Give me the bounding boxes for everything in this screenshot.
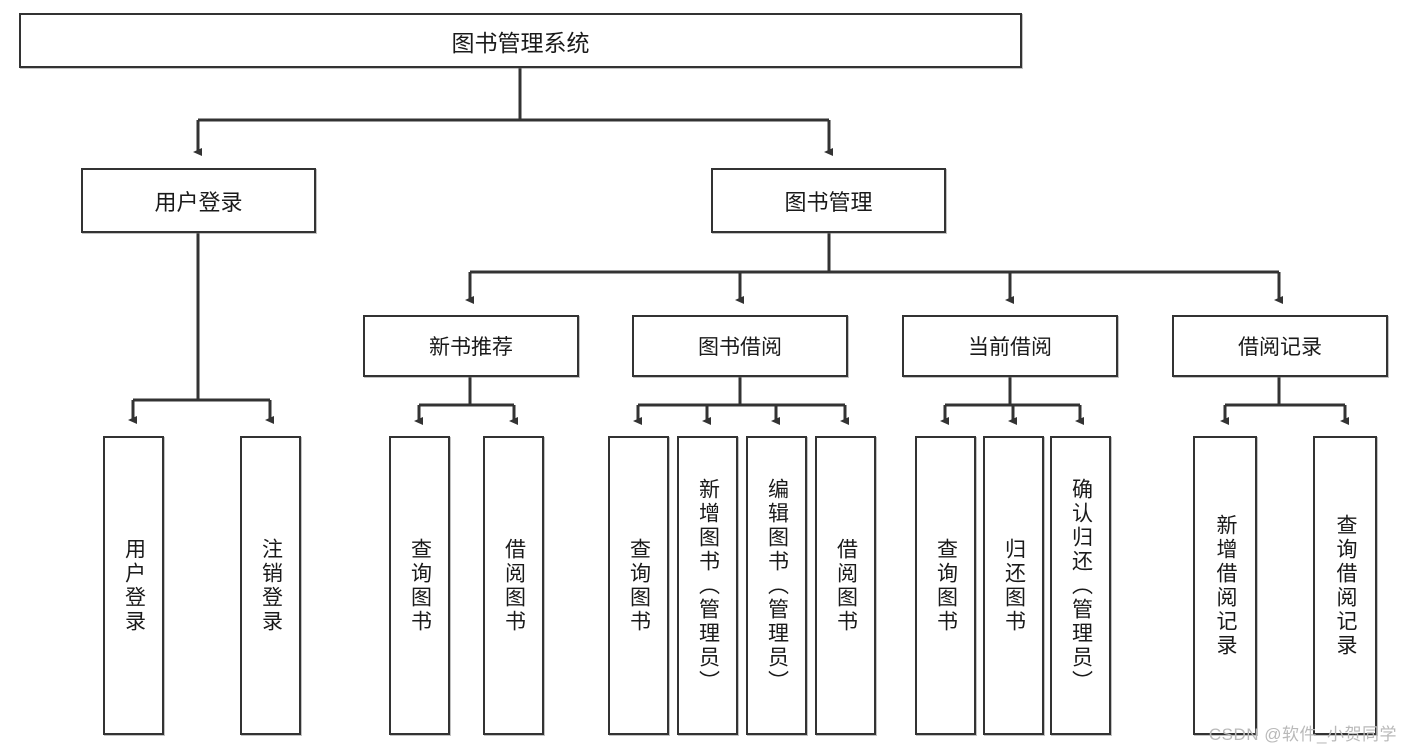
- node-book-manage[interactable]: 图书管理: [711, 168, 946, 233]
- node-leaf-logout[interactable]: 注销登录: [240, 436, 301, 735]
- node-leaf-borrow-book-1-label: 借阅图书: [502, 537, 526, 634]
- node-leaf-add-record-label: 新增借阅记录: [1214, 513, 1238, 658]
- node-leaf-query-book-3[interactable]: 查询图书: [915, 436, 976, 735]
- node-new-book-recommend-label: 新书推荐: [429, 336, 513, 359]
- node-leaf-user-login[interactable]: 用户登录: [103, 436, 164, 735]
- node-leaf-confirm-return[interactable]: 确认归还（管理员）: [1050, 436, 1111, 735]
- node-leaf-borrow-book-2[interactable]: 借阅图书: [815, 436, 876, 735]
- node-leaf-add-record[interactable]: 新增借阅记录: [1193, 436, 1257, 735]
- node-leaf-add-book-label: 新增图书（管理员）: [696, 477, 720, 694]
- node-leaf-query-book-2-label: 查询图书: [627, 537, 651, 634]
- node-leaf-query-book-1-label: 查询图书: [408, 537, 432, 634]
- node-leaf-edit-book[interactable]: 编辑图书（管理员）: [746, 436, 807, 735]
- node-leaf-query-record[interactable]: 查询借阅记录: [1313, 436, 1377, 735]
- node-new-book-recommend[interactable]: 新书推荐: [363, 315, 579, 377]
- node-leaf-query-record-label: 查询借阅记录: [1334, 513, 1358, 658]
- node-leaf-edit-book-label: 编辑图书（管理员）: [765, 477, 789, 694]
- node-leaf-query-book-2[interactable]: 查询图书: [608, 436, 669, 735]
- node-book-manage-label: 图书管理: [784, 189, 873, 215]
- node-leaf-add-book[interactable]: 新增图书（管理员）: [677, 436, 738, 735]
- node-root[interactable]: 图书管理系统: [19, 13, 1022, 68]
- node-root-label: 图书管理系统: [451, 29, 590, 56]
- node-user-login-label: 用户登录: [154, 189, 243, 215]
- watermark-text: CSDN @软件_小贺同学: [1208, 725, 1397, 744]
- node-current-borrow-label: 当前借阅: [968, 336, 1052, 359]
- node-leaf-return-book-label: 归还图书: [1002, 537, 1026, 634]
- node-user-login[interactable]: 用户登录: [81, 168, 316, 233]
- node-leaf-borrow-book-2-label: 借阅图书: [834, 537, 858, 634]
- node-leaf-borrow-book-1[interactable]: 借阅图书: [483, 436, 544, 735]
- node-borrow-record-label: 借阅记录: [1238, 336, 1322, 359]
- node-book-borrow[interactable]: 图书借阅: [632, 315, 848, 377]
- node-book-borrow-label: 图书借阅: [698, 336, 782, 359]
- node-current-borrow[interactable]: 当前借阅: [902, 315, 1118, 377]
- node-borrow-record[interactable]: 借阅记录: [1172, 315, 1388, 377]
- node-leaf-confirm-return-label: 确认归还（管理员）: [1069, 477, 1093, 694]
- node-leaf-return-book[interactable]: 归还图书: [983, 436, 1044, 735]
- node-leaf-query-book-3-label: 查询图书: [934, 537, 958, 634]
- node-leaf-query-book-1[interactable]: 查询图书: [389, 436, 450, 735]
- node-leaf-user-login-label: 用户登录: [122, 537, 146, 634]
- node-leaf-logout-label: 注销登录: [259, 537, 283, 634]
